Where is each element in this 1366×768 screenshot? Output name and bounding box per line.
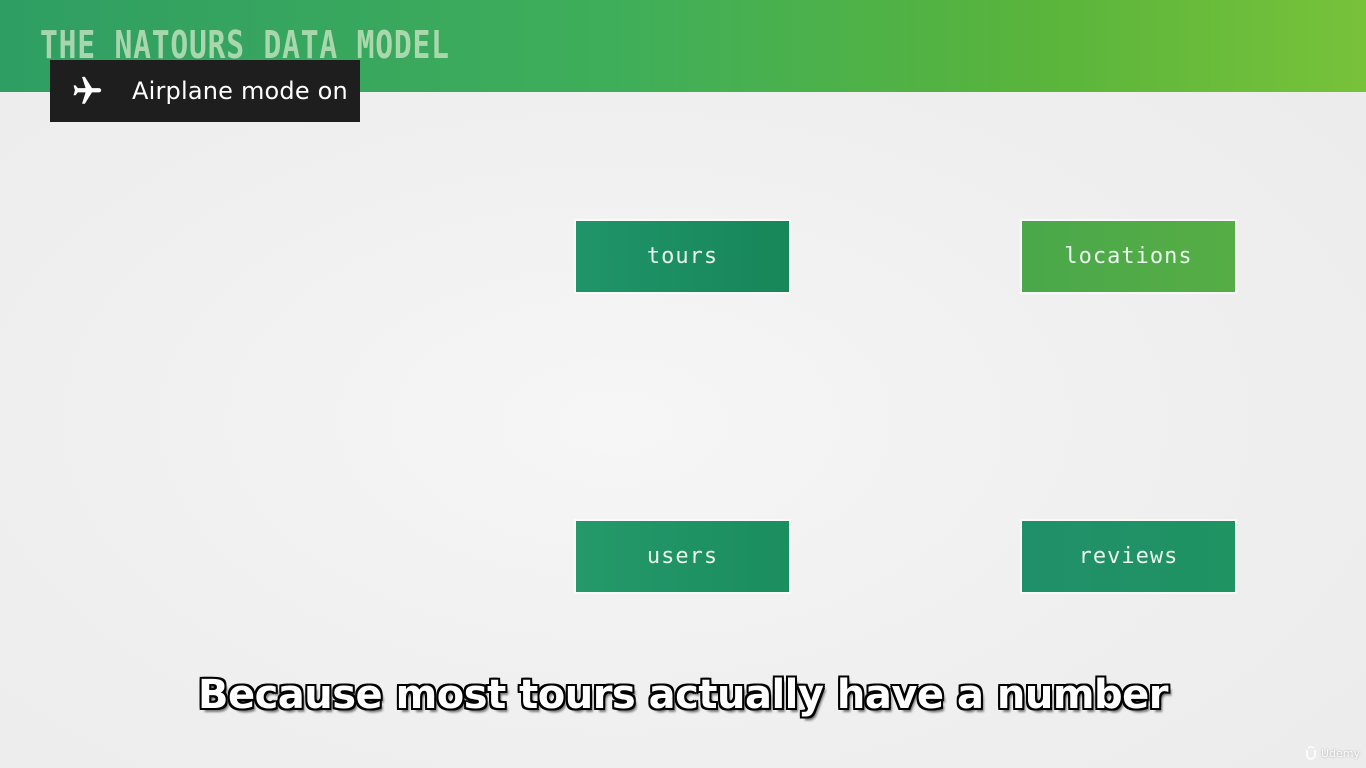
- entity-box-locations: locations: [1022, 221, 1235, 292]
- slide-title: THE NATOURS DATA MODEL: [40, 23, 450, 67]
- notification-text: Airplane mode on: [132, 77, 348, 105]
- entity-box-tours: tours: [576, 221, 789, 292]
- udemy-watermark: Udemy: [1304, 746, 1360, 760]
- video-caption: Because most tours actually have a numbe…: [197, 672, 1169, 718]
- entity-box-reviews: reviews: [1022, 521, 1235, 592]
- airplane-icon: [70, 74, 104, 108]
- udemy-logo-icon: [1305, 746, 1316, 760]
- entity-box-users: users: [576, 521, 789, 592]
- airplane-mode-notification[interactable]: Airplane mode on: [50, 60, 360, 122]
- watermark-text: Udemy: [1320, 746, 1360, 760]
